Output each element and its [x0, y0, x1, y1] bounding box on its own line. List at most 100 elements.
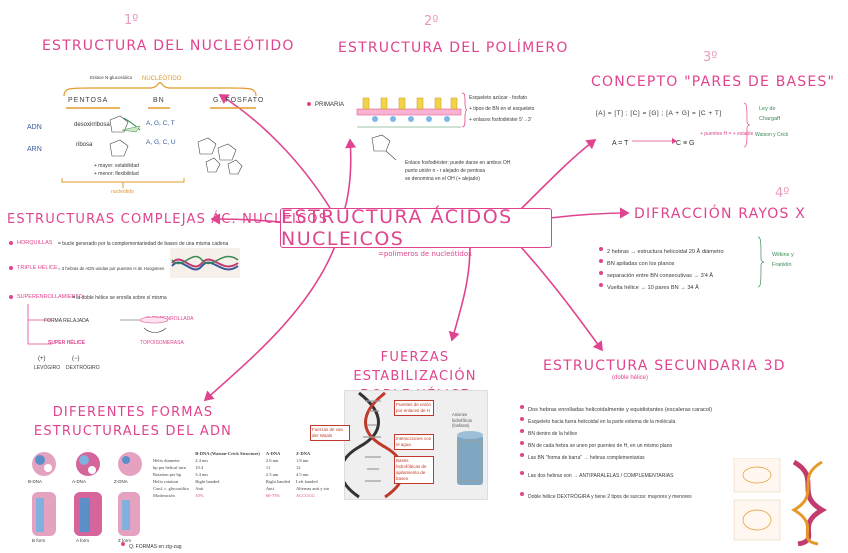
table-cell: Right handed [265, 479, 291, 484]
label-aniones: Aniones hidrofílicos (fosfatos) [452, 412, 473, 428]
label-super-helice: SUPER HÉLICE [48, 340, 85, 346]
label-menos: (−) [72, 356, 80, 362]
table-cell: 12 [296, 465, 301, 470]
table-cell: 10.4 [195, 465, 204, 470]
label-interacciones: Interacciones con el agua [394, 434, 434, 450]
polymer-label-2: + tipos de BN en el esqueleto [469, 106, 535, 112]
section-title-polimero: ESTRUCTURA DEL POLÍMERO [338, 40, 569, 56]
table-head-cell: B-DNA (Watson-Crick Structure) [195, 451, 260, 456]
polymer-label-1: Esqueleto azúcar - fosfato [469, 95, 528, 101]
polymer-chain-diagram [356, 97, 462, 128]
formas-footer: Q: FORMAS en zig-zag [121, 535, 182, 553]
table-header-row: B-DNA (Watson-Crick Structure) A-DNA Z-D… [150, 450, 332, 457]
table-cell: Anti [195, 486, 204, 491]
pares-equation: [A] = [T] ; [C] = [G] ; [A + G] = [C + T… [596, 110, 722, 117]
label-topoisomerasa: TOPOISOMERASA [140, 340, 184, 346]
table-head-cell: Z-DNA [296, 451, 311, 456]
table-cell: Conf. c. glucosídico [153, 486, 190, 491]
table-cell: 60-75% [265, 493, 281, 498]
table-cell: 4.5 nm [296, 472, 309, 477]
label-superenrollada: SUPERENROLLADA [146, 316, 194, 322]
secundaria-helix-images [733, 458, 828, 546]
triple-helix-image [170, 248, 240, 278]
difraccion-item-3: separación entre BN consecutivas → 3'4 Å [599, 264, 713, 282]
dna-forms-models [32, 452, 142, 536]
secundaria-item-7: Doble hélice DEXTRÓGIRA y tiene 2 tipos … [520, 485, 692, 503]
table-cell: 2.6 nm [265, 458, 279, 463]
label-nucleotido: NUCLEÓTIDO [142, 76, 182, 82]
label-ley-chargaff: Ley de Chargaff [759, 106, 780, 122]
label-levogiro: LEVÓGIRO [34, 365, 61, 371]
label-b-dna-model: B-DNA [28, 479, 43, 484]
table-cell: Rotation per bp [153, 472, 181, 477]
label-fosfato: G. FOSFATO [213, 97, 265, 104]
secundaria-subtitle: (doble hélice) [612, 375, 649, 381]
section-number: 1º [124, 13, 139, 28]
label-z-form: Z form [118, 538, 131, 543]
item-superenrollamiento: SUPERENROLLAMIENTO [9, 294, 83, 300]
secundaria-item-6: Las dos hebras son → ANTIPARALELAS / COM… [520, 464, 673, 482]
secundaria-item-5: Las BN "forma de barra" → hebras complem… [520, 446, 645, 464]
polymer-label-6: se denomina en el OH (+ alejado) [405, 176, 480, 182]
table-row: Helix diameter 2.4 nm 2.6 nm 1.8 nm [150, 457, 332, 464]
nucleotide-bracket [63, 82, 257, 97]
difraccion-brace [757, 236, 765, 288]
label-primaria: PRIMARIA [307, 102, 344, 108]
table-row: Rotation per bp 3.4 nm 2.3 nm 4.5 nm [150, 471, 332, 478]
section-number: 2º [424, 14, 439, 29]
label-puentes-h: Puentes de unión por enlaces de H [394, 400, 434, 416]
label-a-form: A form [76, 538, 90, 543]
table-cell: 2.3 nm [265, 472, 279, 477]
difraccion-item-2: BN apiladas con los planos [599, 252, 674, 270]
item-triple-helice: TRIPLE HÉLICE [9, 265, 58, 271]
section-number: 3º [703, 50, 718, 65]
label-bases-arn: A, G, C, U [146, 139, 176, 146]
table-cell: Moderación [153, 493, 175, 498]
supercoil-diagram [27, 304, 169, 345]
table-cell: Left handed [296, 479, 318, 484]
label-mas: (+) [38, 356, 46, 362]
label-enlace: Enlace N-glucosídico [90, 75, 133, 80]
label-b-form: B form [32, 538, 46, 543]
label-dextrogiro: DEXTRÓGIRO [66, 365, 100, 371]
nucleotide-bottom-bracket [61, 178, 185, 188]
table-head-cell: A-DNA [265, 451, 281, 456]
table-cell: ACCGCG [296, 493, 315, 498]
label-arn: ARN [27, 146, 42, 153]
polymer-label-4: Enlace fosfodiéster: puede darse en ambo… [405, 160, 511, 166]
section-title-complejas: ESTRUCTURAS COMPLEJAS ÁC. NUCLEICOS [7, 212, 329, 227]
table-head-cell [150, 450, 192, 457]
section-title-nucleotido: ESTRUCTURA DEL NUCLEÓTIDO [42, 38, 295, 54]
label-adn: ADN [27, 124, 42, 131]
table-cell: 3.4 nm [195, 472, 208, 477]
table-cell: 1.8 nm [296, 458, 309, 463]
table-cell: bp per helical turn [153, 465, 186, 470]
label-z-dna-model: Z-DNA [114, 479, 128, 484]
polymer-label-3: + enlaces fosfodiéster 5'→3' [469, 117, 532, 123]
triple-desc: = 3 hebras de ADN unidas por puentes H d… [58, 266, 165, 271]
section-title-secundaria: ESTRUCTURA SECUNDARIA 3D [543, 358, 786, 374]
table-cell: Anti [265, 486, 274, 491]
table-cell: Alternas anti y sin [296, 486, 329, 491]
table-cell: Helix diameter [153, 458, 180, 463]
label-bases-adn: A, G, C, T [146, 120, 175, 127]
secundaria-item-2: Esqueleto hacia fuera helicoidal en la p… [520, 410, 675, 428]
section-title-pares: CONCEPTO "PARES DE BASES" [591, 74, 836, 90]
table-cell: 2.4 nm [195, 458, 208, 463]
label-watson: Watson y Crick [755, 132, 789, 138]
secundaria-item-1: Dos hebras enrolladas helicoidalmente y … [520, 398, 712, 416]
central-subtitle: =polímeros de nucleótidos [378, 250, 472, 258]
label-at: A = T [612, 140, 629, 147]
pares-brace [743, 102, 751, 148]
label-cg: C ≡ G [676, 140, 695, 147]
label-a-dna-model: A-DNA [72, 479, 87, 484]
central-topic: ESTRUCTURA ÁCIDOS NUCLEICOS [280, 206, 552, 250]
difraccion-item-4: Vuelta hélice → 10 pares BN → 34 Å [599, 276, 699, 294]
section-number: 4º [775, 186, 790, 201]
table-cell: Helix rotation [153, 479, 179, 484]
label-mayor: + mayor: estabilidad [94, 163, 139, 169]
